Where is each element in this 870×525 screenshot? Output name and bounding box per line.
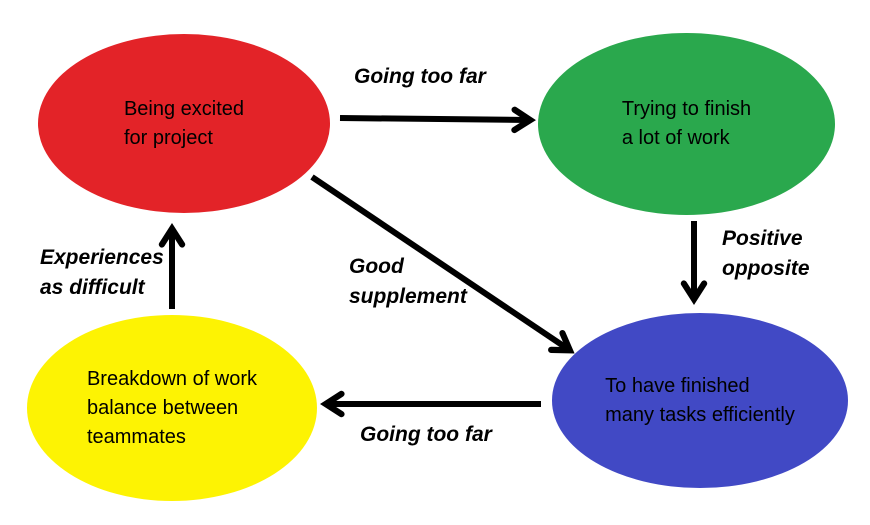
node-being-excited: Being excited for project: [38, 34, 330, 213]
node-breakdown-label: Breakdown of work balance between teamma…: [86, 367, 258, 448]
node-being-excited-label: Being excited for project: [123, 97, 245, 149]
edge-label-positive-opposite: Positive opposite: [722, 227, 810, 280]
edge-label-going-too-far-top: Going too far: [354, 65, 486, 88]
edge-label-experiences-as-difficult: Experiences as difficult: [40, 246, 164, 299]
arrow-excited-to-trying: [339, 118, 528, 120]
edge-label-going-too-far-bottom: Going too far: [360, 423, 492, 446]
edge-label-good-supplement: Good supplement: [349, 255, 467, 308]
node-finished-tasks-label: To have finished many tasks efficiently: [605, 374, 795, 426]
node-trying-to-finish-label: Trying to finish a lot of work: [621, 98, 752, 149]
node-trying-to-finish: Trying to finish a lot of work: [538, 33, 835, 215]
node-finished-tasks: To have finished many tasks efficiently: [552, 313, 848, 488]
node-breakdown: Breakdown of work balance between teamma…: [27, 315, 317, 501]
